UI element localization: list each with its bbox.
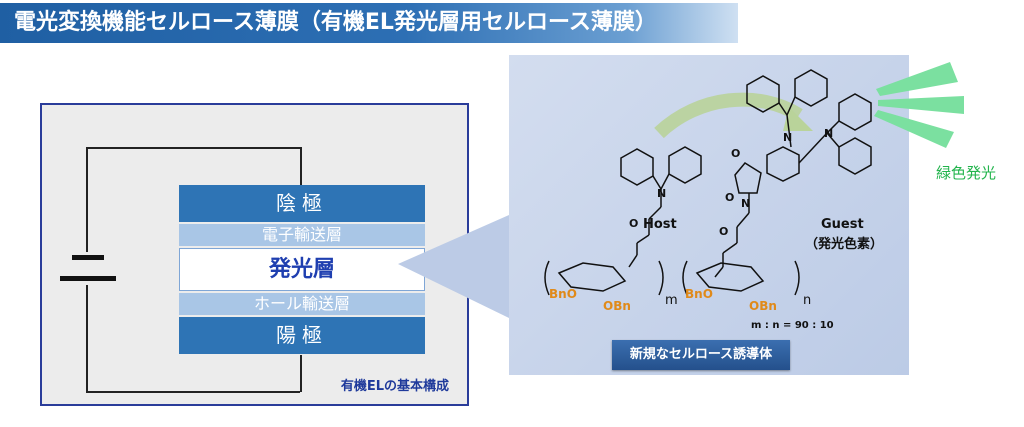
host-nitrogen-atom: N [657,187,666,200]
host-bno-label: BnO [549,287,577,301]
electron-transport-layer: 電子輸送層 [179,224,425,246]
wire-right-bottom [300,355,302,392]
emission-layer: 発光層 [179,248,425,291]
cathode-layer: 陰極 [179,185,425,222]
guest-obn-label: OBn [749,299,777,313]
wire-top [86,147,300,149]
guest-sublabel: （発光色素） [805,237,884,252]
host-label: Host [643,217,677,232]
battery-plate-long [60,276,116,281]
host-obn-label: OBn [603,299,631,313]
guest-nitrogen-atom-top: N [783,131,792,144]
page-title: 電光変換機能セルロース薄膜（有機EL発光層用セルロース薄膜） [0,3,738,43]
battery-plate-short [72,255,104,260]
el-structure-panel: 陰極 電子輸送層 発光層 ホール輸送層 陽極 有機ELの基本構成 [40,103,469,406]
green-emission-label: 緑色発光 [936,164,997,182]
wire-right-top [300,147,302,187]
molecule-panel: N N N N O O O O Host Guest （発光色素） BnO OB… [509,55,909,375]
ester-oxygen-guest: O [719,225,728,238]
wire-bottom [86,391,300,393]
molecule-structure: N N N N O O O O [544,69,872,296]
new-cellulose-derivative-label: 新規なセルロース誘導体 [612,340,790,370]
guest-label: Guest [821,217,864,232]
composition-ratio: m : n = 90 : 10 [751,320,834,331]
emission-rays-icon [874,62,964,148]
imide-oxygen-bottom: O [725,191,734,204]
imide-oxygen-top: O [731,147,740,160]
wire-left-bottom [86,285,88,391]
wire-left-top [86,147,88,252]
el-structure-caption: 有機ELの基本構成 [340,379,449,394]
anode-layer: 陽極 [179,317,425,354]
guest-bno-label: BnO [685,287,713,301]
hole-transport-layer: ホール輸送層 [179,293,425,315]
guest-nitrogen-atom-side: N [824,127,833,140]
ester-oxygen-host: O [629,217,638,230]
host-m-label: m [665,293,678,308]
guest-n-label: n [803,293,812,308]
guest-imide-nitrogen-atom: N [741,197,750,210]
